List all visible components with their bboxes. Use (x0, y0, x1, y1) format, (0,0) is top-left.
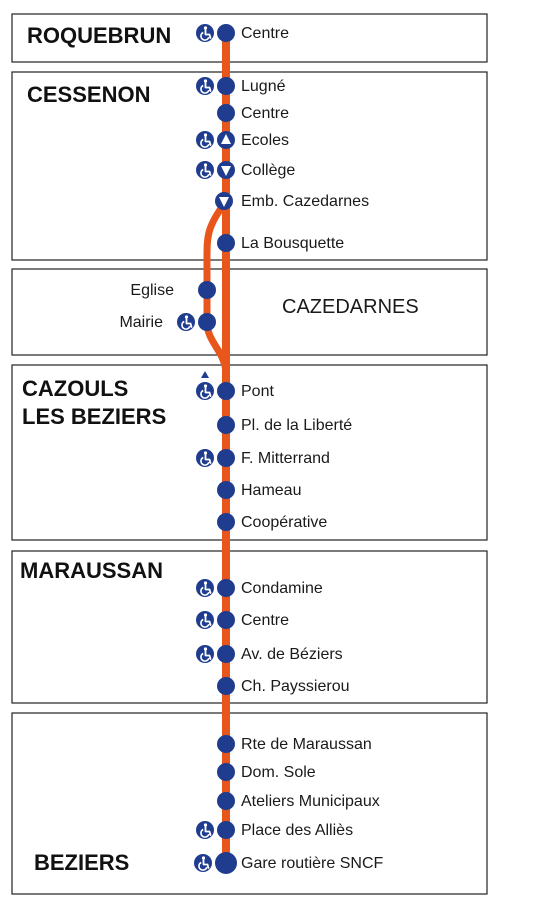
stop-rte-maraussan[interactable]: Rte de Maraussan (241, 736, 372, 753)
town-name-cazouls-line2: LES BEZIERS (22, 404, 166, 429)
stop-college[interactable]: Collège (241, 162, 295, 179)
triangle-up-icon (221, 134, 231, 144)
triangle-up-icon (201, 371, 209, 378)
stop-cessenon-centre[interactable]: Centre (241, 105, 289, 122)
town-name-roquebrun: ROQUEBRUN (27, 23, 171, 48)
wheelchair-icon (195, 448, 215, 468)
stop-dot[interactable] (217, 677, 235, 695)
stop-ecoles[interactable]: Ecoles (241, 132, 289, 149)
stop-mairie[interactable]: Mairie (119, 314, 163, 331)
stop-pont[interactable]: Pont (241, 383, 274, 400)
stop-dot[interactable] (217, 579, 235, 597)
stop-eglise[interactable]: Eglise (130, 282, 174, 299)
wheelchair-icon (195, 820, 215, 840)
wheelchair-icon (176, 312, 196, 332)
stop-dot[interactable] (215, 852, 237, 874)
stop-gare-routiere[interactable]: Gare routière SNCF (241, 855, 383, 872)
triangle-down-icon (221, 166, 231, 176)
wheelchair-icon (193, 853, 213, 873)
town-name-maraussan: MARAUSSAN (20, 558, 163, 583)
stop-dot[interactable] (198, 313, 216, 331)
stop-f-mitterrand[interactable]: F. Mitterrand (241, 450, 330, 467)
stop-condamine[interactable]: Condamine (241, 580, 323, 597)
stop-dot[interactable] (217, 821, 235, 839)
stop-cooperative[interactable]: Coopérative (241, 514, 327, 531)
stop-ateliers-municipaux[interactable]: Ateliers Municipaux (241, 793, 380, 810)
stop-maraussan-centre[interactable]: Centre (241, 612, 289, 629)
stop-dot[interactable] (217, 481, 235, 499)
wheelchair-icon (195, 23, 215, 43)
wheelchair-icon (195, 381, 215, 401)
stop-ch-payssierou[interactable]: Ch. Payssierou (241, 678, 350, 695)
town-name-cazedarnes: CAZEDARNES (282, 296, 419, 318)
stop-dot[interactable] (217, 792, 235, 810)
town-box-cazouls (11, 364, 488, 541)
stop-la-bousquette[interactable]: La Bousquette (241, 235, 344, 252)
stop-place-allies[interactable]: Place des Alliès (241, 822, 353, 839)
stop-dot[interactable] (217, 645, 235, 663)
town-box-beziers (11, 712, 488, 895)
stop-dot[interactable] (217, 77, 235, 95)
town-name-cessenon: CESSENON (27, 82, 150, 107)
stop-dot[interactable] (217, 735, 235, 753)
stop-dot[interactable] (217, 104, 235, 122)
stop-dot[interactable] (217, 382, 235, 400)
town-box-maraussan (11, 550, 488, 704)
town-name-cazouls-line1: CAZOULS (22, 376, 128, 401)
stop-dot[interactable] (217, 234, 235, 252)
stop-emb-cazedarnes[interactable]: Emb. Cazedarnes (241, 193, 369, 210)
stop-dot[interactable] (217, 513, 235, 531)
stop-dot[interactable] (217, 611, 235, 629)
wheelchair-icon (195, 578, 215, 598)
wheelchair-icon (195, 130, 215, 150)
stop-dot[interactable] (217, 416, 235, 434)
wheelchair-icon (195, 644, 215, 664)
town-name-beziers: BEZIERS (34, 850, 129, 875)
stop-dot[interactable] (217, 449, 235, 467)
town-box-roquebrun (11, 13, 488, 63)
town-box-cessenon (11, 71, 488, 261)
town-box-cazedarnes (11, 268, 488, 356)
triangle-down-icon (219, 197, 229, 207)
stop-roquebrun-centre[interactable]: Centre (241, 25, 289, 42)
wheelchair-icon (195, 610, 215, 630)
stop-pl-liberte[interactable]: Pl. de la Liberté (241, 417, 352, 434)
stop-lugne[interactable]: Lugné (241, 78, 286, 95)
wheelchair-icon (195, 160, 215, 180)
stop-dom-sole[interactable]: Dom. Sole (241, 764, 316, 781)
stop-av-beziers[interactable]: Av. de Béziers (241, 646, 343, 663)
stop-dot[interactable] (217, 763, 235, 781)
stop-dot[interactable] (198, 281, 216, 299)
stop-dot[interactable] (217, 24, 235, 42)
wheelchair-icon (195, 76, 215, 96)
stop-hameau[interactable]: Hameau (241, 482, 301, 499)
